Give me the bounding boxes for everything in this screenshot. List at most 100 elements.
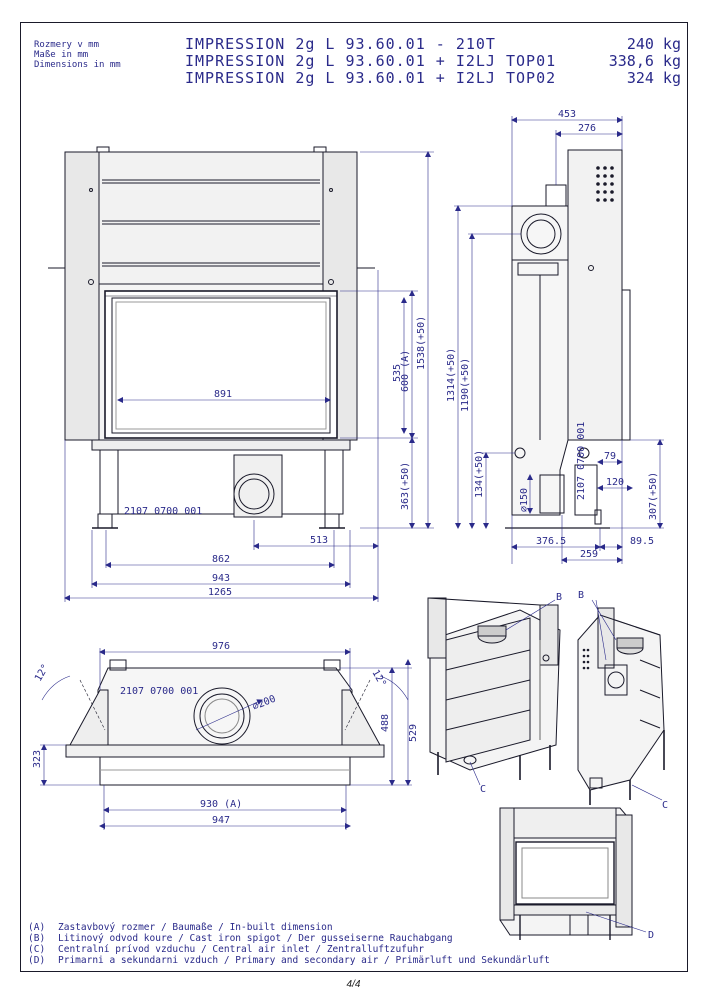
- drawing-frame: [20, 22, 688, 972]
- label-d: D: [648, 930, 654, 941]
- top-bracket: [323, 659, 341, 671]
- dim-513: 513: [310, 535, 328, 546]
- dim-976: 976: [212, 641, 230, 652]
- leader-c2: [631, 784, 663, 801]
- air-inlet-hole: [238, 478, 270, 510]
- foot-left: [97, 513, 113, 529]
- dim-600: 600 (A): [400, 350, 411, 392]
- angle-left: 12°: [33, 662, 52, 683]
- front-upper-cover: [98, 151, 324, 285]
- iso2-rib: [639, 689, 661, 699]
- units-line: Dimensions in mm: [34, 60, 121, 70]
- dim-259: 259: [580, 549, 598, 560]
- side-plate-label: 2107 0700 001: [576, 422, 587, 500]
- iso1-rib: [445, 679, 531, 701]
- top-front-door: [99, 756, 351, 786]
- dim-376: 376.5: [536, 536, 566, 547]
- top-flue-inner: [199, 693, 245, 739]
- label-b1: B: [556, 592, 562, 603]
- label-c2: C: [662, 800, 668, 811]
- side-front-strip: [621, 289, 631, 441]
- top-dimensions: [40, 648, 412, 830]
- air-inlet-box: [233, 454, 283, 518]
- iso3-door: [515, 841, 615, 905]
- iso3-glass: [521, 847, 609, 899]
- leader-b1: [505, 599, 556, 631]
- model-weight: 338,6 kg: [608, 52, 681, 70]
- front-left-side-panel: [64, 151, 100, 441]
- hinge-line: [79, 679, 106, 731]
- model-name: IMPRESSION 2g L 93.60.01 + I2LJ TOP01: [185, 52, 557, 70]
- legend-key: (B): [28, 933, 46, 944]
- dim-276: 276: [578, 123, 596, 134]
- label-c1: C: [480, 784, 486, 795]
- label-b2: B: [578, 590, 584, 601]
- legend-item: (B) Litinový odvod koure / Cast iron spi…: [28, 933, 550, 944]
- iso2-front-column: [597, 607, 615, 669]
- side-front-panel: [567, 149, 623, 441]
- iso1-rib: [445, 709, 531, 731]
- firebox-door: [104, 290, 338, 439]
- iso1-right-column: [539, 604, 559, 666]
- iso2-rib: [639, 659, 661, 669]
- side-flue-hole: [526, 219, 556, 249]
- model-row: IMPRESSION 2g L 93.60.01 - 210T 240 kg: [185, 36, 681, 53]
- model-row: IMPRESSION 2g L 93.60.01 + I2LJ TOP01 33…: [185, 53, 681, 70]
- model-weight: 240 kg: [626, 35, 681, 53]
- dim-79: 79: [604, 451, 616, 462]
- dim-120: 120: [606, 477, 624, 488]
- iso3-top-cover: [513, 807, 617, 839]
- model-weight: 324 kg: [626, 69, 681, 87]
- top-view: [65, 659, 385, 786]
- dim-488: 488: [380, 714, 391, 732]
- front-base-frame: [99, 449, 344, 515]
- screw-icon: [328, 279, 334, 285]
- side-view: [505, 149, 631, 529]
- dim-1265: 1265: [208, 587, 232, 598]
- leader-d: [585, 911, 647, 933]
- dim-862: 862: [212, 554, 230, 565]
- side-top-block: [545, 184, 567, 207]
- iso2-flue-box: [604, 664, 628, 696]
- side-air-inlet: [539, 474, 565, 514]
- legend-text: Zastavbový rozmer / Baumaße / In-built d…: [58, 922, 333, 933]
- side-vent-holes: [596, 166, 614, 202]
- dim-891: 891: [214, 389, 232, 400]
- dim-89: 89.5: [630, 536, 654, 547]
- dim-150: ⌀150: [519, 488, 530, 512]
- page-number: 4/4: [346, 979, 361, 990]
- top-bracket: [96, 146, 110, 153]
- glass-inner: [115, 301, 327, 430]
- legend-text: Primarni a sekundarni vzduch / Primary a…: [58, 955, 550, 966]
- dim-1190: 1190(+50): [460, 358, 471, 412]
- legend-key: (D): [28, 955, 46, 966]
- units-note: Rozmery v mm Maße in mm Dimensions in mm: [34, 40, 121, 70]
- top-front-rail: [65, 744, 385, 758]
- leader-b2b: [595, 599, 607, 661]
- iso2-vent-holes: [582, 648, 590, 670]
- iso-view-side: [577, 599, 665, 805]
- legend-item: (C) Centralní prívod vzduchu / Central a…: [28, 944, 550, 955]
- iso3-left-panel: [499, 807, 515, 921]
- iso2-spigot-neck: [616, 637, 644, 649]
- front-dimensions: [64, 151, 434, 602]
- side-flue-box: [511, 205, 569, 261]
- model-row: IMPRESSION 2g L 93.60.01 + I2LJ TOP02 32…: [185, 70, 681, 87]
- top-body-outline: [97, 667, 353, 746]
- screw-icon: [89, 188, 93, 192]
- dim-323: 323: [32, 750, 43, 768]
- glass-pane: [111, 297, 331, 434]
- dim-943: 943: [212, 573, 230, 584]
- angle-arc-left: [41, 675, 71, 701]
- legend-key: (A): [28, 922, 46, 933]
- leader-b2: [591, 599, 617, 641]
- model-title-block: IMPRESSION 2g L 93.60.01 - 210T 240 kg I…: [185, 36, 681, 87]
- dim-930: 930 (A): [200, 799, 242, 810]
- side-air-knob: [578, 447, 590, 459]
- iso1-rib: [445, 649, 531, 671]
- front-view: [48, 146, 375, 529]
- iso2-top-edge: [599, 614, 661, 636]
- top-bracket: [109, 659, 127, 671]
- top-flue-outer: [193, 687, 251, 745]
